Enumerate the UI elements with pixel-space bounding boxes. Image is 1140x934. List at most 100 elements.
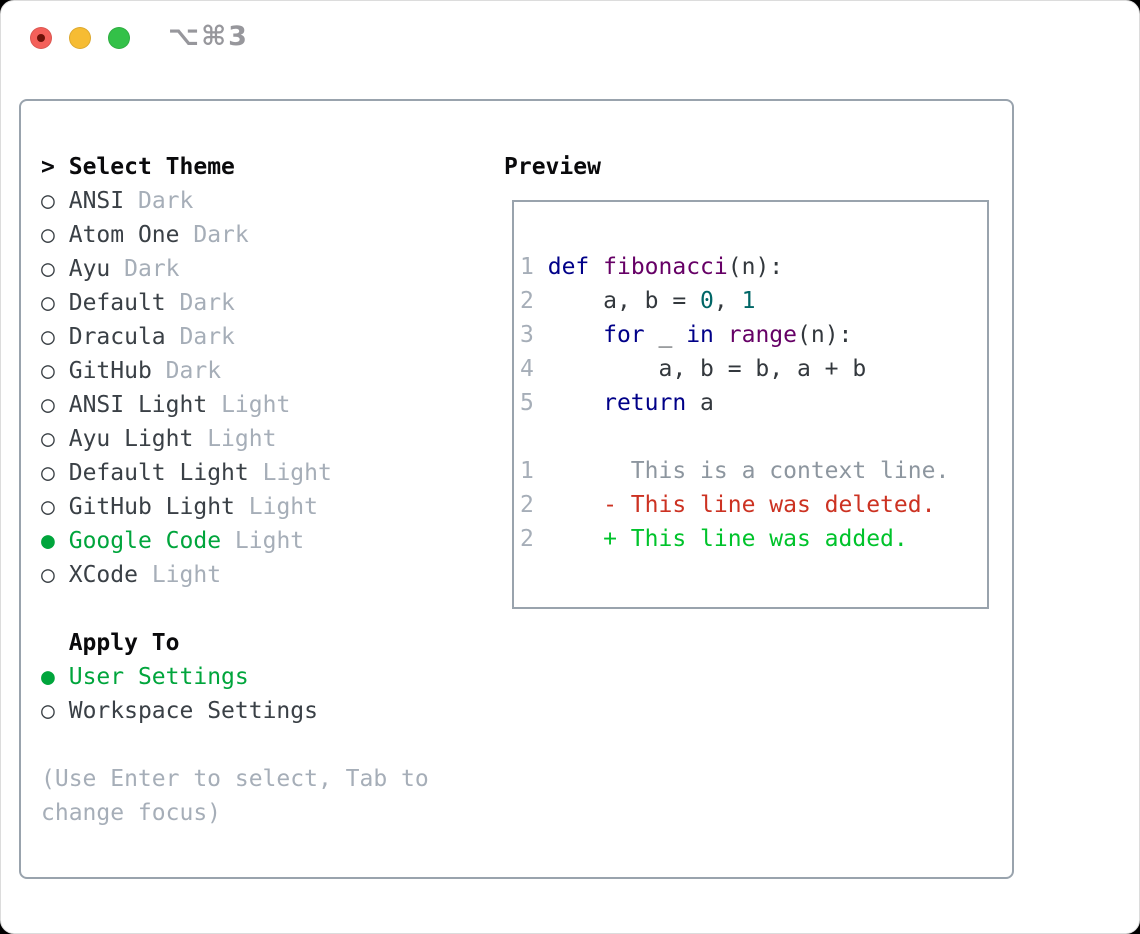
line-number: 5 — [520, 390, 534, 416]
apply-option[interactable]: ● User Settings — [41, 660, 429, 694]
theme-option-variant: Dark — [124, 256, 180, 282]
theme-list-title: Select Theme — [68, 154, 235, 180]
radio-icon: ○ — [41, 698, 55, 724]
theme-option-variant: Light — [221, 392, 291, 418]
radio-selected-icon: ● — [41, 528, 55, 554]
theme-option[interactable]: ○ GitHub Light Light — [41, 490, 429, 524]
theme-option-variant: Dark — [193, 222, 249, 248]
theme-option-name: GitHub — [68, 358, 152, 384]
theme-option-variant: Light — [151, 562, 222, 588]
theme-option-name: Ayu Light — [68, 426, 194, 452]
line-number: 2 — [520, 492, 534, 518]
preview-column: Preview 1 def fibonacci(n):2 a, b = 0, 1… — [504, 150, 989, 609]
radio-icon: ○ — [41, 290, 55, 316]
code-line: 5 return a — [520, 386, 987, 420]
close-button[interactable] — [30, 27, 52, 49]
code-token: (n): — [797, 322, 853, 348]
code-token: + This line was added. — [547, 526, 908, 552]
theme-option-name: ANSI Light — [68, 392, 208, 418]
help-text: (Use Enter to select, Tab to change focu… — [41, 762, 429, 830]
theme-option-variant: Dark — [179, 290, 235, 316]
theme-option[interactable]: ○ ANSI Dark — [41, 184, 429, 218]
theme-option-name: ANSI — [68, 188, 125, 214]
help-line-2: change focus) — [41, 800, 222, 826]
radio-icon: ○ — [41, 460, 55, 486]
code-token: a, b = — [547, 288, 701, 314]
theme-option-variant: Dark — [165, 358, 222, 384]
theme-option-variant: Light — [248, 494, 318, 520]
theme-option-name: XCode — [68, 562, 138, 588]
radio-icon: ○ — [41, 324, 55, 350]
line-number: 2 — [520, 288, 534, 314]
theme-option-name: GitHub Light — [68, 494, 235, 520]
zoom-button[interactable] — [108, 27, 130, 49]
theme-option-variant: Dark — [137, 188, 194, 214]
code-token: return — [603, 390, 687, 416]
code-line: 1 This is a context line. — [520, 454, 987, 488]
theme-option[interactable]: ○ Ayu Dark — [41, 252, 429, 286]
minimize-button[interactable] — [69, 27, 91, 49]
theme-option-name: Dracula — [68, 324, 166, 350]
code-token: range — [727, 322, 798, 348]
code-token: , — [713, 288, 742, 314]
radio-selected-icon: ● — [41, 664, 55, 690]
spacer — [41, 728, 429, 762]
code-token: in — [686, 322, 714, 348]
code-line: 3 for _ in range(n): — [520, 318, 987, 352]
theme-option[interactable]: ○ Ayu Light Light — [41, 422, 429, 456]
radio-icon: ○ — [41, 222, 55, 248]
radio-icon: ○ — [41, 494, 55, 520]
theme-option[interactable]: ○ GitHub Dark — [41, 354, 429, 388]
apply-option-label: Workspace Settings — [68, 698, 318, 724]
theme-option-name: Ayu — [68, 256, 111, 282]
theme-option-variant: Light — [207, 426, 277, 452]
header-indent — [41, 630, 69, 656]
theme-option[interactable]: ○ XCode Light — [41, 558, 429, 592]
theme-option-variant: Dark — [179, 324, 235, 350]
radio-icon: ○ — [41, 256, 55, 282]
window-controls — [30, 27, 130, 49]
theme-list: ○ ANSI Dark○ Atom One Dark○ Ayu Dark○ De… — [41, 184, 429, 592]
code-token: 0 — [700, 288, 714, 314]
code-token: for — [603, 322, 645, 348]
theme-option[interactable]: ○ ANSI Light Light — [41, 388, 429, 422]
radio-icon: ○ — [41, 188, 55, 214]
code-token: (n): — [727, 254, 784, 280]
code-token: 1 — [741, 288, 756, 314]
code-token: a, b = b, a + b — [547, 356, 867, 382]
focus-prompt-icon: > — [41, 154, 55, 180]
apply-to-title: Apply To — [68, 630, 180, 656]
main-panel: > Select Theme ○ ANSI Dark○ Atom One Dar… — [19, 99, 1014, 879]
code-line: 2 - This line was deleted. — [520, 488, 987, 522]
code-token: This is a context line. — [547, 458, 950, 484]
apply-list: ● User Settings○ Workspace Settings — [41, 660, 429, 728]
spacer — [41, 592, 429, 626]
radio-icon: ○ — [41, 426, 55, 452]
theme-list-header: > Select Theme — [41, 150, 429, 184]
theme-option[interactable]: ● Google Code Light — [41, 524, 429, 558]
code-token: a — [686, 390, 714, 416]
line-number: 2 — [520, 526, 534, 552]
code-line: 2 + This line was added. — [520, 522, 987, 556]
theme-option[interactable]: ○ Dracula Dark — [41, 320, 429, 354]
theme-option-name: Google Code — [68, 528, 222, 554]
theme-option-variant: Light — [262, 460, 332, 486]
apply-option-label: User Settings — [68, 664, 249, 690]
radio-icon: ○ — [41, 562, 55, 588]
code-token — [548, 390, 603, 416]
code-token: - This line was deleted. — [547, 492, 936, 518]
code-line: 4 a, b = b, a + b — [520, 352, 987, 386]
code-token — [589, 254, 603, 280]
apply-to-header: Apply To — [41, 626, 429, 660]
code-line: 2 a, b = 0, 1 — [520, 284, 987, 318]
code-token: _ — [644, 322, 687, 348]
code-line — [520, 420, 987, 454]
apply-option[interactable]: ○ Workspace Settings — [41, 694, 429, 728]
theme-option[interactable]: ○ Atom One Dark — [41, 218, 429, 252]
theme-option[interactable]: ○ Default Light Light — [41, 456, 429, 490]
help-line-1: (Use Enter to select, Tab to — [41, 766, 429, 792]
theme-option[interactable]: ○ Default Dark — [41, 286, 429, 320]
